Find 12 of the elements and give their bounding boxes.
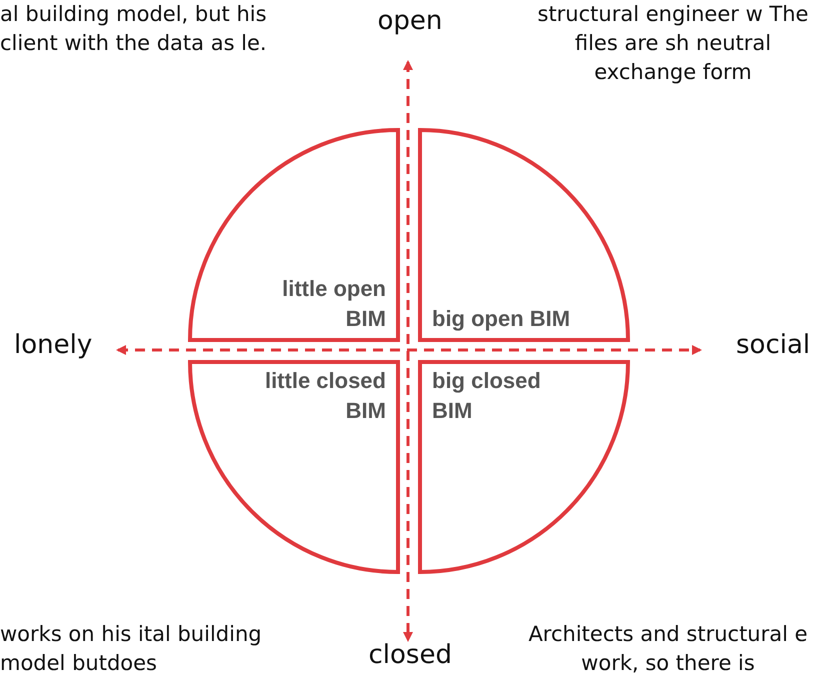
- note-text: structural engineer w The files are sh neutral exchange form: [536, 1, 810, 86]
- axis-label: lonely: [14, 330, 92, 360]
- axis-label: social: [736, 330, 810, 360]
- axis-label: closed: [368, 640, 452, 670]
- quadrant-label: big closed BIM: [432, 367, 542, 425]
- quadrant-label: little open BIM: [281, 275, 386, 333]
- quadrant-label: little closed BIM: [264, 367, 386, 425]
- quadrant-label: big open BIM: [432, 305, 572, 333]
- note-text: Architects and structural e work, so there is: [527, 621, 809, 677]
- axis-label: open: [378, 6, 442, 36]
- note-text: al building model, but his client with the data as le.: [0, 1, 268, 57]
- note-text: works on his ital building model butdoes: [0, 621, 263, 677]
